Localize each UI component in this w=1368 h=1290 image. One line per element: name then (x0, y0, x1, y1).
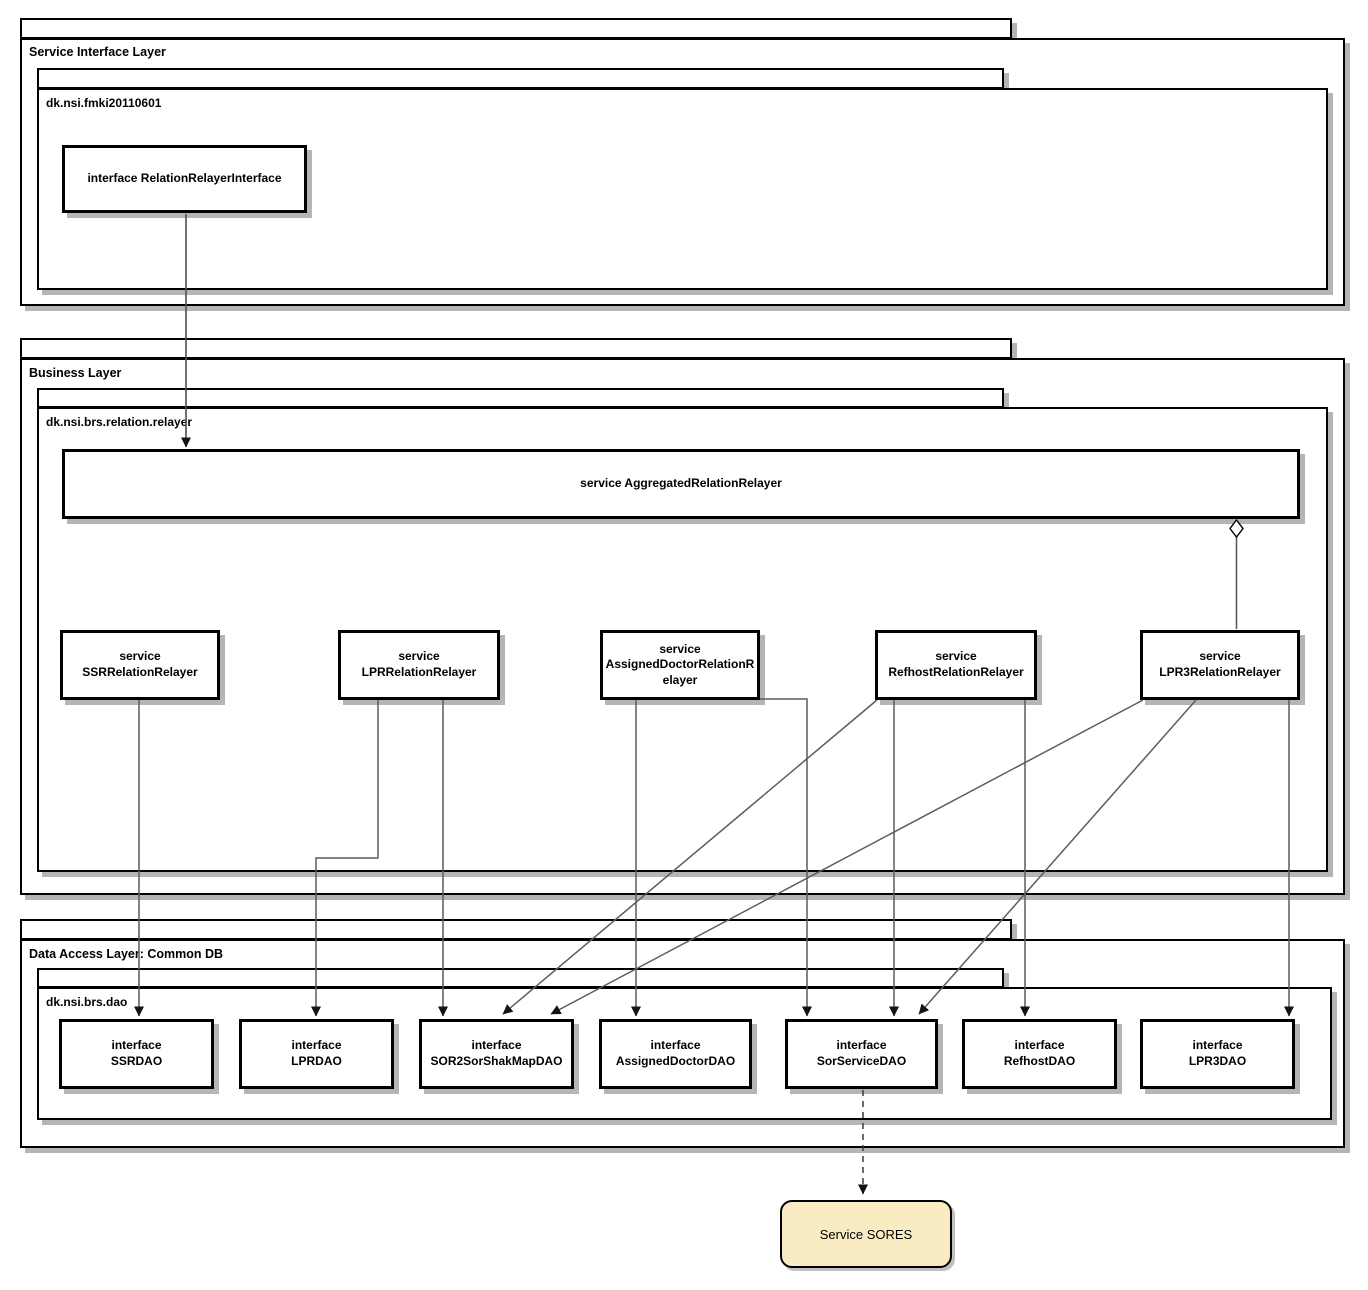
node-label: RefhostDAO (1003, 1054, 1076, 1068)
node-stereotype: interface (836, 1038, 887, 1053)
node-ssrdao: interface SSRDAO (59, 1019, 214, 1089)
node-label: SOR2SorShakMapDAO (430, 1054, 563, 1068)
node-sorservicedao: interface SorServiceDAO (785, 1019, 938, 1089)
package-relayer-tab (37, 388, 1004, 408)
node-label: LPR3DAO (1188, 1054, 1247, 1068)
node-label: AssignedDoctorRelationRelayer (605, 657, 755, 687)
node-stereotype: interface (111, 1038, 162, 1053)
node-lprdao: interface LPRDAO (239, 1019, 394, 1089)
package-fmki-title: dk.nsi.fmki20110601 (46, 96, 162, 110)
data-access-layer-title: Data Access Layer: Common DB (29, 947, 224, 961)
node-label: SSRDAO (110, 1054, 163, 1068)
service-interface-layer-tab (20, 18, 1012, 39)
node-label: interface RelationRelayerInterface (87, 171, 282, 186)
node-stereotype: interface (650, 1038, 701, 1053)
node-service-sores: Service SORES (780, 1200, 952, 1268)
package-relayer-title: dk.nsi.brs.relation.relayer (46, 415, 193, 429)
node-lpr-relation-relayer: service LPRRelationRelayer (338, 630, 500, 700)
node-relation-relayer-interface: interface RelationRelayerInterface (62, 145, 307, 213)
node-stereotype: service (935, 649, 977, 664)
node-stereotype: service (1199, 649, 1241, 664)
node-label: SSRRelationRelayer (82, 665, 198, 679)
service-interface-layer-title: Service Interface Layer (29, 45, 166, 59)
node-refhostdao: interface RefhostDAO (962, 1019, 1117, 1089)
business-layer-tab (20, 338, 1012, 359)
node-label: LPR3RelationRelayer (1159, 665, 1281, 679)
node-stereotype: service (659, 641, 701, 656)
node-sor2sorshakmapdao: interface SOR2SorShakMapDAO (419, 1019, 574, 1089)
node-stereotype: interface (291, 1038, 342, 1053)
package-dao-tab (37, 968, 1004, 988)
data-access-layer-tab (20, 919, 1012, 940)
package-dao-title: dk.nsi.brs.dao (46, 995, 128, 1009)
node-lpr3dao: interface LPR3DAO (1140, 1019, 1295, 1089)
node-label: LPRRelationRelayer (361, 665, 477, 679)
node-label: AssignedDoctorDAO (615, 1054, 736, 1068)
node-label: Service SORES (819, 1226, 913, 1242)
business-layer-title: Business Layer (29, 366, 122, 380)
node-stereotype: interface (1014, 1038, 1065, 1053)
package-fmki-tab (37, 68, 1004, 89)
node-refhost-relation-relayer: service RefhostRelationRelayer (875, 630, 1037, 700)
node-label: RefhostRelationRelayer (888, 665, 1024, 679)
node-assigneddoctordao: interface AssignedDoctorDAO (599, 1019, 752, 1089)
node-ssr-relation-relayer: service SSRRelationRelayer (60, 630, 220, 700)
node-assigned-doctor-relation-relayer: service AssignedDoctorRelationRelayer (600, 630, 760, 700)
node-label: SorServiceDAO (816, 1054, 907, 1068)
node-stereotype: interface (1192, 1038, 1243, 1053)
node-stereotype: interface (471, 1038, 522, 1053)
node-label: LPRDAO (291, 1054, 342, 1068)
node-aggregated-relation-relayer: service AggregatedRelationRelayer (62, 449, 1300, 519)
node-stereotype: service (119, 649, 161, 664)
node-lpr3-relation-relayer: service LPR3RelationRelayer (1140, 630, 1300, 700)
node-stereotype: service (398, 649, 440, 664)
node-label: service AggregatedRelationRelayer (580, 476, 782, 491)
